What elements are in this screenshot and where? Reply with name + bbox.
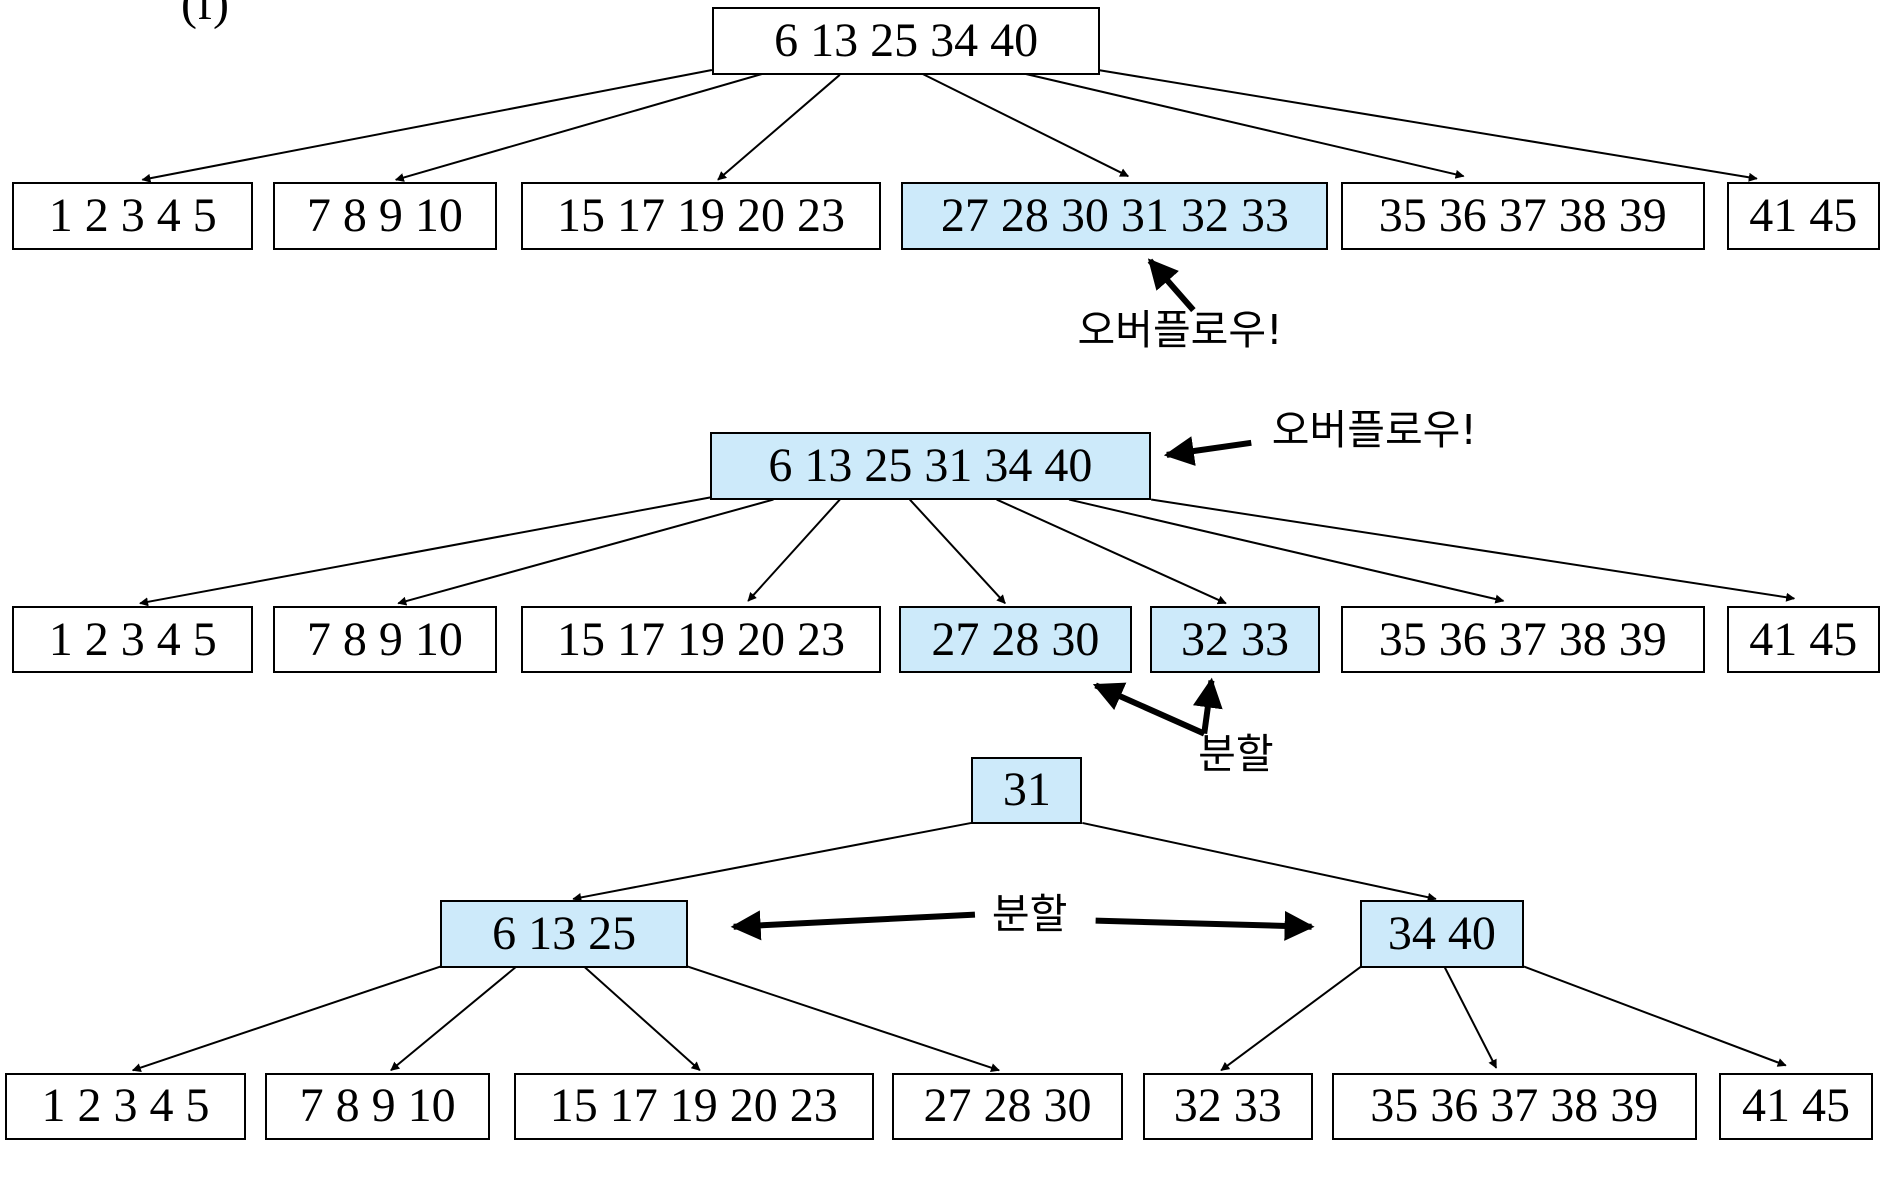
figure-label-fragment: (f) [180,0,229,30]
stage1-root-node: 6 13 25 34 40 [711,7,1101,75]
overflow-arrow-1 [1147,258,1196,313]
split-label-2: 분할 [991,890,1068,939]
stage2-pointer-2 [397,498,774,606]
stage3-right-pointer-3 [1523,965,1787,1067]
stage1-pointer-6 [1097,68,1758,182]
split-label-1: 분할 [1198,729,1274,778]
overflow-label-1: 오버플로우! [1077,306,1283,355]
stage3-leaf-3: 15 17 19 20 23 [514,1072,874,1141]
stage1-leaf-6: 41 45 [1726,182,1880,250]
stage2-leaf-6: 35 36 37 38 39 [1340,605,1705,674]
stage1-pointer-4 [919,71,1130,178]
stage1-leaf-1: 1 2 3 4 5 [12,182,254,250]
stage3-leaf-6: 35 36 37 38 39 [1332,1072,1697,1141]
stage1-leaf-3: 15 17 19 20 23 [521,182,881,250]
stage3-left-pointer-2 [390,965,518,1072]
stage2-pointer-7 [1150,498,1796,602]
stage3-root-left-pointer [572,821,972,902]
stage2-pointer-5 [996,498,1227,605]
stage2-leaf-2: 7 8 9 10 [272,605,498,674]
split-arrow-left [1092,682,1206,737]
stage2-leaf-3: 15 17 19 20 23 [521,605,881,674]
stage3-right-pointer-2 [1443,966,1498,1069]
stage1-leaf-2: 7 8 9 10 [272,182,498,250]
overflow-label-2: 오버플로우! [1271,406,1477,455]
stage3-left-pointer-1 [131,965,441,1072]
stage3-leaf-4: 27 28 30 [891,1072,1124,1141]
stage2-leaf-7: 41 45 [1726,605,1880,674]
stage3-left-internal-node: 6 13 25 [440,900,688,968]
stage1-leaf-4-overflow: 27 28 30 31 32 33 [901,182,1329,250]
stage3-leaf-5: 32 33 [1142,1072,1313,1141]
split-arrow-right [1192,677,1223,735]
stage2-leaf-5-split-right: 32 33 [1149,605,1321,674]
stage2-root-node-overflow: 6 13 25 31 34 40 [709,431,1152,500]
stage3-right-pointer-1 [1220,965,1362,1072]
stage2-pointer-6 [1068,498,1505,604]
stage1-pointer-5 [1008,69,1465,179]
stage3-right-internal-node: 34 40 [1359,900,1524,968]
stage3-leaf-1: 1 2 3 4 5 [4,1072,247,1141]
stage2-pointer-3 [747,498,841,602]
stage2-leaf-1: 1 2 3 4 5 [12,605,254,674]
stage2-leaf-4-split-left: 27 28 30 [898,605,1132,674]
stage2-pointer-1 [139,496,713,607]
stage1-pointer-2 [394,69,777,182]
split-arrow-to-left-node [730,910,976,941]
stage3-new-root-node: 31 [971,756,1083,825]
stage1-pointer-1 [141,69,713,183]
stage1-pointer-3 [717,74,841,181]
split-arrow-to-right-node [1095,910,1315,941]
stage3-root-right-pointer [1082,821,1437,902]
stage3-left-pointer-4 [687,965,1000,1072]
stage3-left-pointer-3 [583,965,701,1072]
stage3-leaf-2: 7 8 9 10 [265,1072,490,1141]
overflow-arrow-2 [1163,436,1252,466]
stage1-leaf-5: 35 36 37 38 39 [1340,182,1705,250]
stage3-leaf-7: 41 45 [1719,1072,1873,1141]
stage2-pointer-4 [909,498,1006,604]
